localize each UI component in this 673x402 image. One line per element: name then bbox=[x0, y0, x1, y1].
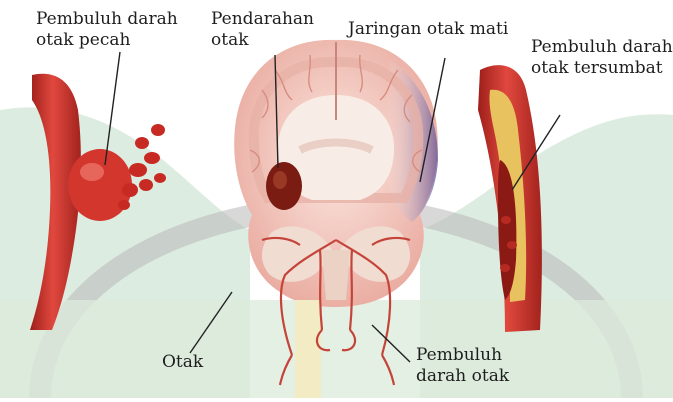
label-brain: Otak bbox=[162, 352, 203, 373]
spinal-cord bbox=[295, 300, 321, 398]
brain-stem bbox=[322, 250, 350, 300]
label-brain-vessel: Pembuluh darah otak bbox=[416, 345, 509, 387]
aneurysm bbox=[68, 149, 132, 221]
label-dead-tissue: Jaringan otak mati bbox=[348, 19, 508, 40]
label-brain-bleeding: Pendarahan otak bbox=[211, 9, 314, 51]
label-blocked-vessel: Pembuluh darah otak tersumbat bbox=[531, 37, 673, 79]
label-ruptured-vessel: Pembuluh darah otak pecah bbox=[36, 9, 178, 51]
watermark-base bbox=[0, 300, 673, 398]
